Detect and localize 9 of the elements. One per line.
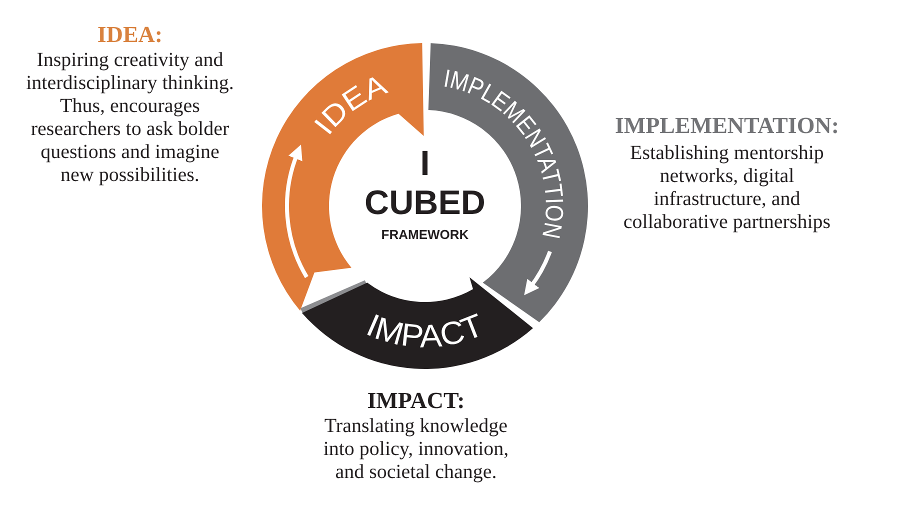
section-heading: IMPLEMENTATION:: [614, 113, 840, 139]
description-text: Translating knowledge into policy, innovation, and societal change.: [322, 415, 510, 484]
description-text: Inspiring creativity and interdisciplinary thinking. Thus, encourages researchers to ask bolder questions and imagine new possibilities.: [25, 49, 235, 187]
description-text: Establishing mentorship networks, digital infrastructure, and collaborative partnerships: [622, 142, 832, 234]
section-heading: IDEA:: [96, 22, 164, 48]
segment-label: IMPACT: [362, 306, 488, 354]
section-heading: IMPACT:: [366, 388, 466, 414]
center-title: I: [420, 144, 430, 183]
ring-segment: [300, 277, 533, 369]
